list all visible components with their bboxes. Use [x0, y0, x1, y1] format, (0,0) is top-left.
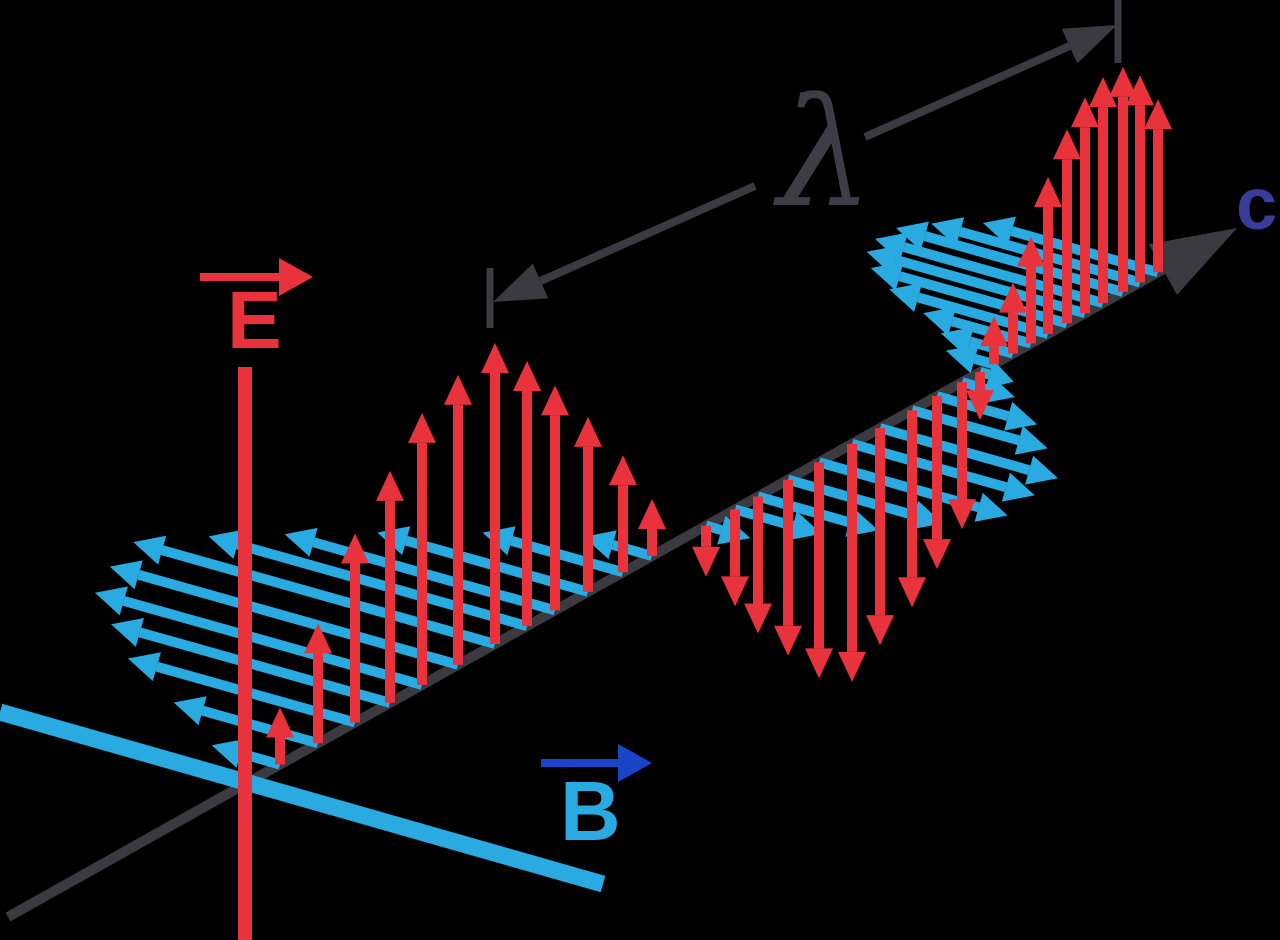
e-field-arrows	[266, 66, 1172, 765]
b-field-label: B	[560, 764, 621, 858]
e-field-arrow	[574, 416, 602, 592]
b-vector-arrow	[541, 744, 652, 782]
e-field-arrow	[1089, 77, 1117, 304]
b-field-arrow	[583, 530, 654, 561]
b-field-arrow	[111, 617, 392, 708]
b-field-arrows	[94, 216, 1160, 770]
e-field-arrow	[481, 342, 509, 644]
e-field-arrow	[513, 361, 541, 627]
e-field-arrow	[266, 707, 294, 765]
e-field-arrow	[638, 498, 666, 556]
e-field-arrow	[1053, 129, 1081, 324]
e-field-arrow	[1144, 99, 1172, 273]
e-field-arrow	[774, 479, 802, 656]
e-field-arrow	[721, 509, 749, 607]
speed-of-light-label: c	[1236, 162, 1277, 245]
e-field-arrow	[838, 443, 866, 682]
e-field-arrow	[966, 372, 994, 421]
e-field-arrow	[744, 496, 772, 634]
b-field-arrow	[208, 530, 529, 631]
e-field-arrow	[609, 455, 637, 573]
dimension-arrow-left	[493, 182, 757, 302]
e-field-arrow	[805, 462, 833, 679]
b-field-arrow	[878, 423, 1058, 485]
wavelength-dimension-line	[486, 0, 1122, 328]
e-field-arrow	[444, 374, 472, 665]
b-field-axis	[0, 703, 606, 893]
e-field-arrow	[948, 382, 976, 530]
e-vector-arrow	[200, 258, 313, 296]
dimension-arrow-right	[863, 25, 1117, 141]
wavelength-label: λ	[773, 67, 873, 241]
e-field-arrow	[304, 623, 332, 744]
e-field-arrow	[1071, 97, 1099, 314]
e-field-arrow	[376, 470, 404, 703]
e-field-arrow	[1034, 176, 1062, 334]
e-field-arrow	[999, 282, 1027, 354]
e-vector-hat	[200, 258, 313, 296]
e-field-label: E	[227, 275, 282, 366]
b-vector-hat	[541, 744, 652, 782]
b-field-arrow	[935, 391, 1038, 431]
b-axis-line	[0, 703, 606, 893]
e-field-arrow	[408, 412, 436, 685]
e-field-arrow	[980, 316, 1008, 365]
e-field-arrow	[898, 410, 926, 608]
b-field-arrow	[133, 535, 497, 649]
e-field-arrow	[692, 525, 720, 577]
b-field-arrow	[173, 696, 320, 749]
e-field-arrow	[866, 428, 894, 646]
e-field-arrow	[1109, 66, 1137, 292]
b-field-arrow	[109, 560, 460, 670]
e-field-arrow	[1126, 75, 1154, 283]
b-field-arrow	[870, 261, 1069, 329]
b-field-arrow	[94, 586, 424, 690]
e-field-arrow	[1017, 236, 1045, 344]
e-field-arrow	[341, 533, 369, 723]
e-field-arrow	[923, 396, 951, 570]
e-field-arrow	[541, 385, 569, 611]
